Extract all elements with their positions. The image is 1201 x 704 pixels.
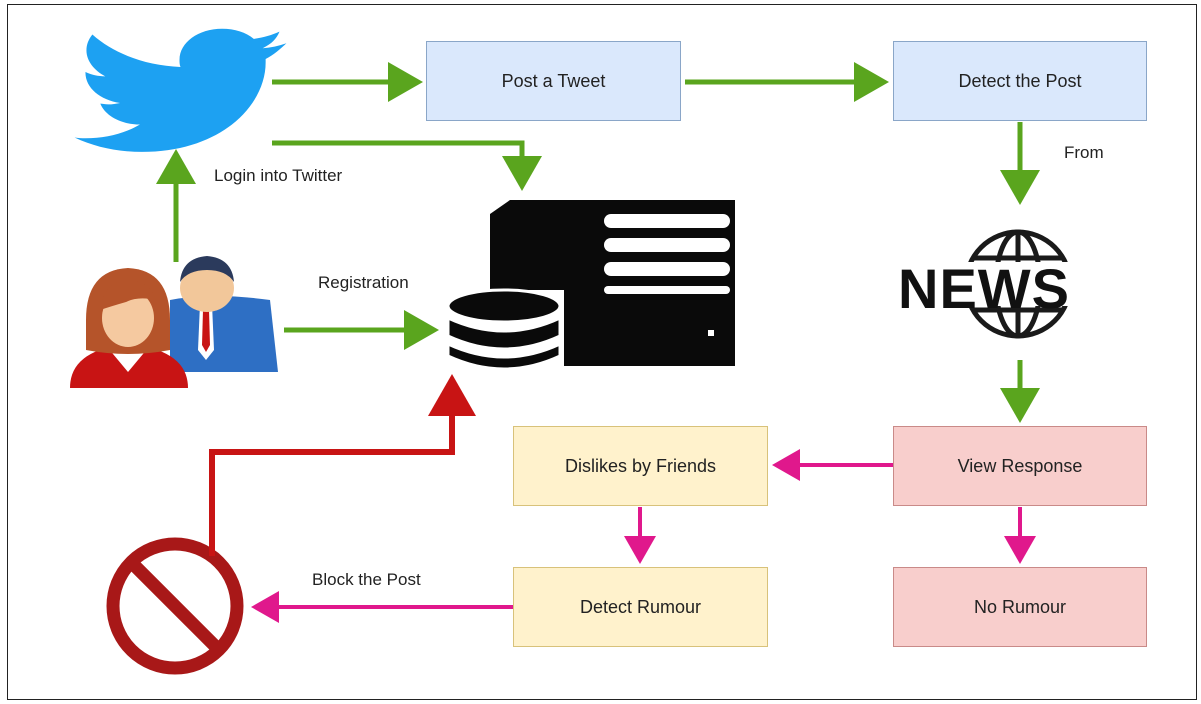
detect-post-label: Detect the Post bbox=[958, 70, 1082, 91]
login-label: Login into Twitter bbox=[214, 166, 343, 185]
detect-rumour-box: Detect Rumour bbox=[513, 567, 768, 647]
server-icon bbox=[490, 200, 735, 366]
arrow-block-to-database bbox=[209, 374, 476, 556]
no-rumour-label: No Rumour bbox=[973, 596, 1067, 617]
post-tweet-box: Post a Tweet bbox=[426, 41, 681, 121]
detect-post-box: Detect the Post bbox=[893, 41, 1147, 121]
pink-arrows bbox=[251, 449, 1036, 623]
green-arrows bbox=[156, 62, 1040, 423]
dislikes-label: Dislikes by Friends bbox=[564, 455, 717, 476]
twitter-bird-icon bbox=[74, 28, 287, 152]
database-icon bbox=[444, 288, 564, 372]
view-response-box: View Response bbox=[893, 426, 1147, 506]
post-tweet-label: Post a Tweet bbox=[501, 70, 606, 91]
users-icon bbox=[70, 256, 278, 388]
dislikes-box: Dislikes by Friends bbox=[513, 426, 768, 506]
detect-rumour-label: Detect Rumour bbox=[579, 596, 702, 617]
diagram-border bbox=[7, 4, 1197, 700]
view-response-label: View Response bbox=[957, 455, 1083, 476]
news-logo-text: NEWS bbox=[898, 257, 1070, 320]
from-label: From bbox=[1064, 143, 1104, 162]
registration-label: Registration bbox=[318, 273, 409, 292]
block-label: Block the Post bbox=[312, 570, 421, 589]
block-icon bbox=[106, 537, 244, 675]
news-globe-icon bbox=[900, 229, 1136, 339]
no-rumour-box: No Rumour bbox=[893, 567, 1147, 647]
arrow-bird-to-server bbox=[272, 140, 542, 191]
